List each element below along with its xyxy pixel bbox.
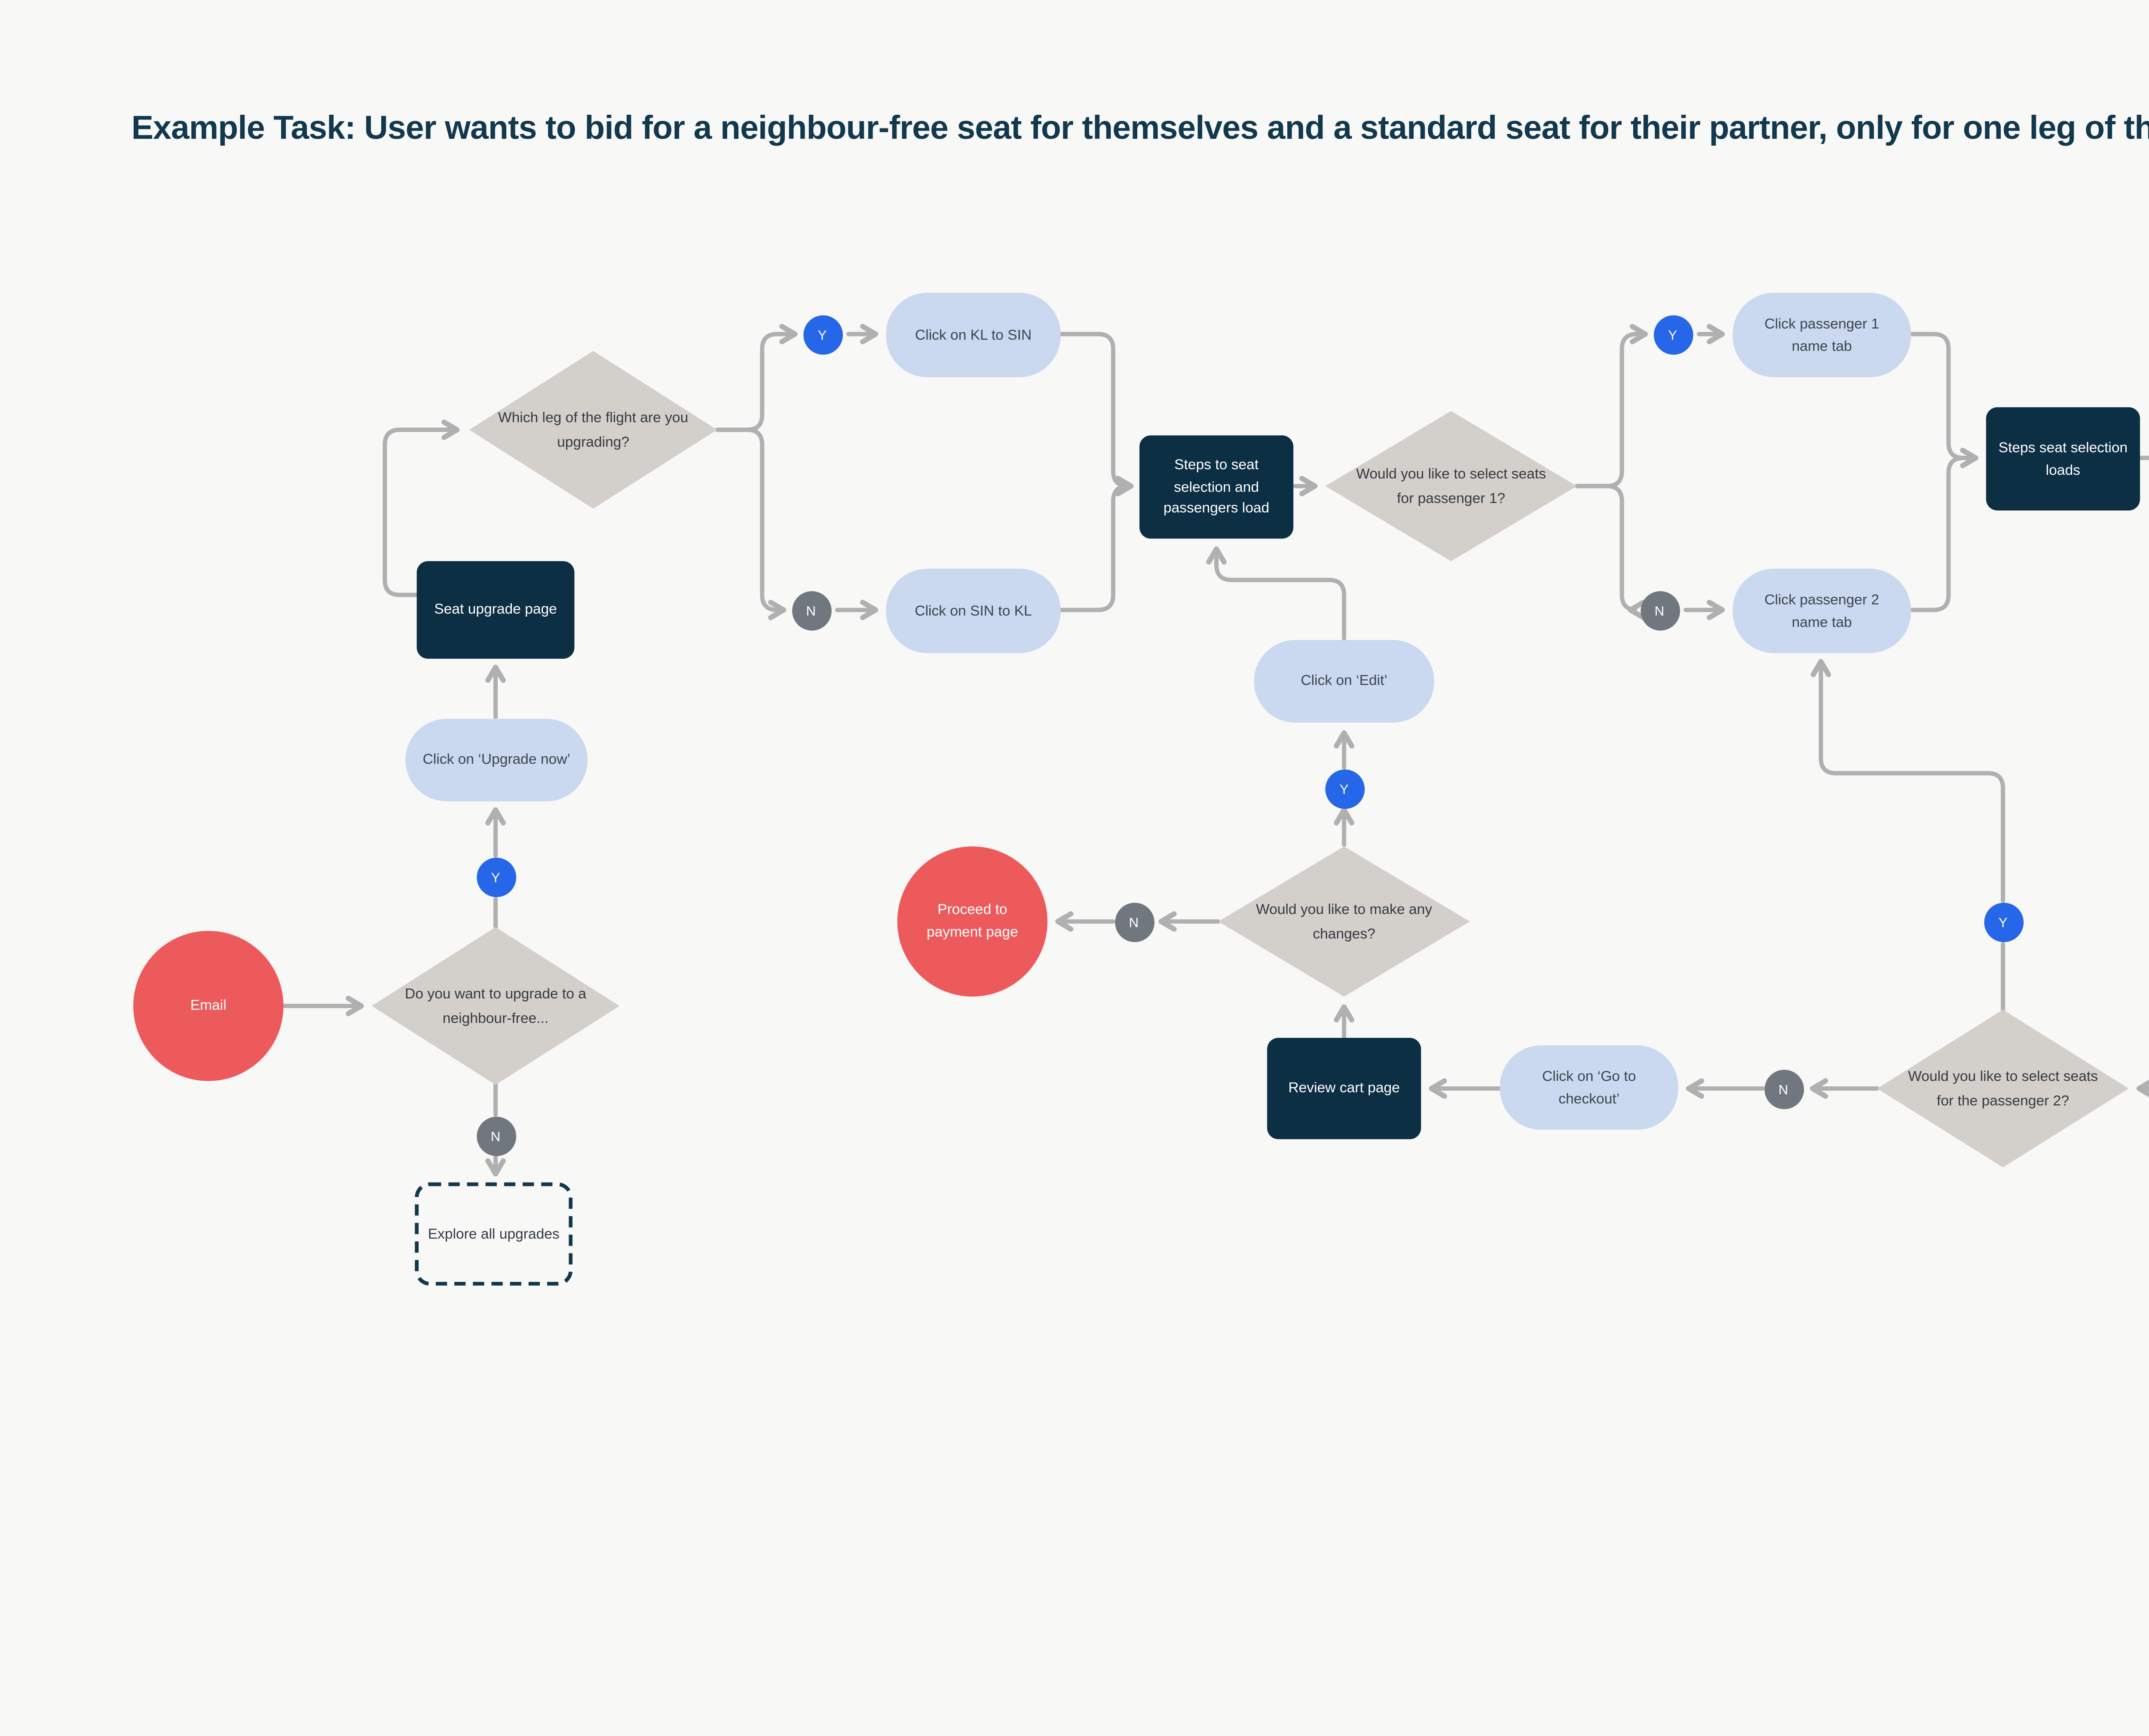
node-decision-seats-passenger1: Would you like to select seats for passe… [1325,411,1577,561]
node-click-passenger1-tab: Click passenger 1 name tab [1733,293,1911,377]
edge-click-p1-tab-to-steps-loads [1909,332,1978,468]
badge-no-which-leg: N [791,590,831,630]
edge-seats-p1-to-yes [1574,324,1648,489]
edge-seat-upgrade-page-to-which-leg [383,419,460,597]
node-proceed-to-payment: Proceed to payment page [897,846,1048,997]
node-seat-upgrade-page: Seat upgrade page [416,561,575,659]
node-click-kl-to-sin: Click on KL to SIN [886,293,1061,377]
node-review-cart-page: Review cart page [1267,1038,1421,1140]
badge-no-seats-p1: N [1640,590,1679,630]
node-steps-seat-selection: Steps to seat selection and passengers l… [1139,435,1294,539]
badge-no-seats-p2: N [1763,1069,1803,1109]
edge-yes-to-click-p2-tab-return [1810,659,2005,903]
badge-yes-upgrade: Y [476,856,515,896]
node-decision-which-leg: Which leg of the flight are you upgradin… [469,351,717,509]
node-click-upgrade-now: Click on ‘Upgrade now’ [405,718,588,801]
badge-no-upgrade: N [476,1116,515,1155]
edge-which-leg-to-yes [715,324,798,432]
node-email-label: Email [190,997,227,1014]
edge-which-leg-to-no [715,428,787,620]
node-steps-seat-selection-loads: Steps seat selection loads [1986,407,2140,510]
badge-no-changes: N [1114,902,1154,941]
edge-click-sin-kl-to-steps [1058,476,1134,612]
badge-yes-seats-p1: Y [1653,314,1693,354]
badge-yes-which-leg: Y [802,314,842,354]
node-click-passenger2-tab: Click passenger 2 name tab [1733,568,1911,653]
badge-yes-seats-p2: Y [1983,902,2023,941]
node-click-edit: Click on ‘Edit’ [1254,640,1434,723]
node-click-go-to-checkout: Click on ‘Go to checkout’ [1500,1045,1678,1130]
edge-click-kl-sin-to-steps [1058,332,1134,496]
node-decision-seats-passenger2: Would you like to select seats for the p… [1877,1009,2129,1168]
node-explore-all-upgrades: Explore all upgrades [415,1182,573,1286]
badge-yes-changes: Y [1324,768,1364,808]
node-decision-upgrade: Do you want to upgrade to a neighbour-fr… [371,927,620,1085]
edge-click-p2-tab-to-steps-loads [1909,455,1977,612]
edge-seats-p1-to-no [1574,484,1646,620]
node-email-start: Email [133,931,284,1081]
edge-click-edit-to-steps-return [1206,546,1347,642]
node-decision-make-changes: Would you like to make any changes? [1218,846,1470,997]
node-click-sin-to-kl: Click on SIN to KL [886,568,1061,653]
page-title: Example Task: User wants to bid for a ne… [131,109,2149,147]
node-payment-label: Proceed to payment page [926,902,1018,941]
